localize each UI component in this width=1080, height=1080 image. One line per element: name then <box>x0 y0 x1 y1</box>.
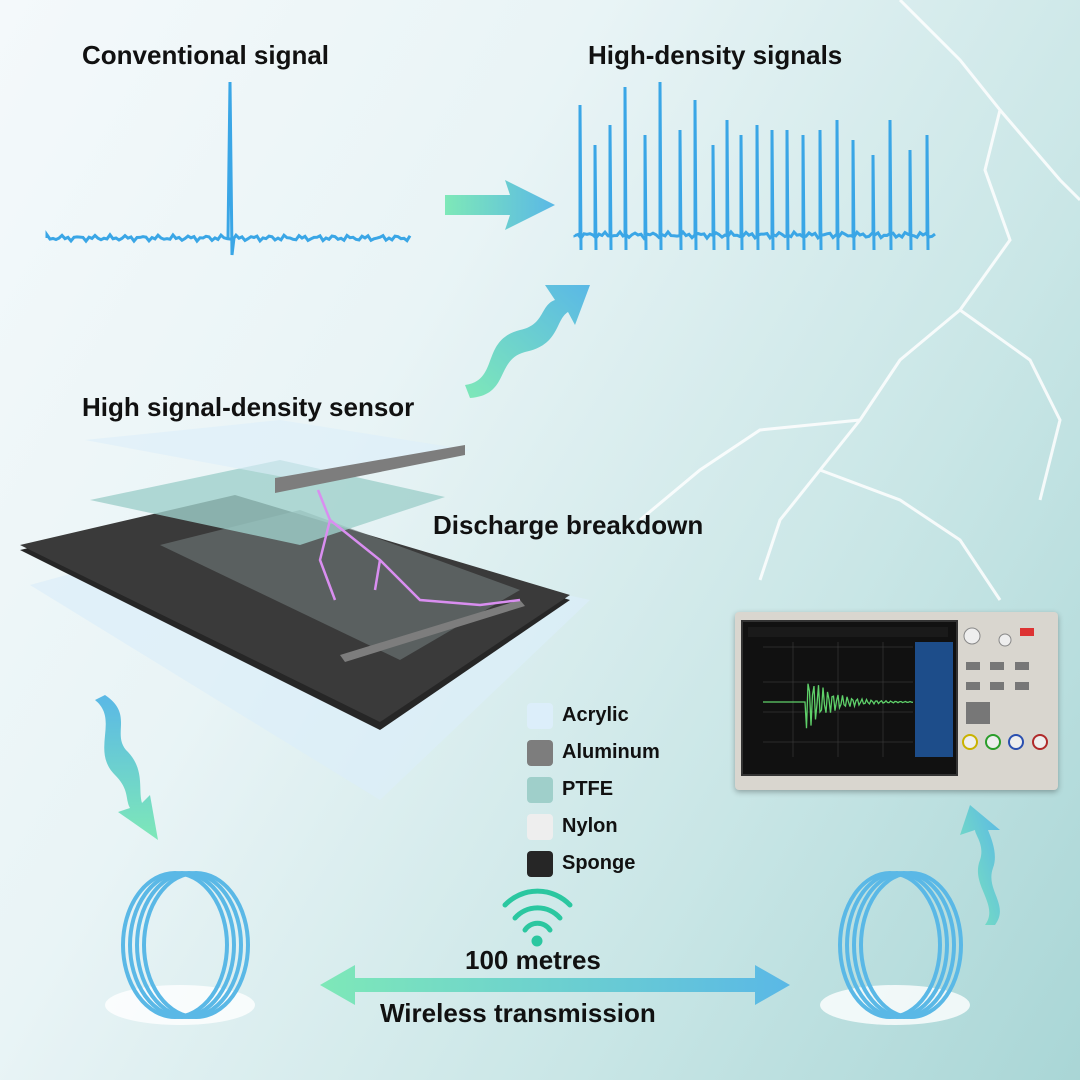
high-density-signals-title: High-density signals <box>588 40 843 70</box>
wavy-arrow-up <box>465 285 590 398</box>
signal-spike <box>623 86 628 251</box>
signal-spike <box>871 154 876 251</box>
signal-spike <box>925 134 930 251</box>
wifi-icon <box>502 888 573 947</box>
signal-spike <box>678 129 683 251</box>
legend-item-aluminum: Aluminum <box>527 734 660 771</box>
coil-transmitter <box>105 871 255 1025</box>
signal-spike <box>888 119 893 251</box>
conventional-signal-title: Conventional signal <box>82 40 330 70</box>
high-density-signal-waveform <box>573 81 936 251</box>
signal-spike <box>739 134 744 251</box>
legend-item-nylon: Nylon <box>527 808 660 845</box>
signal-spike <box>578 104 583 251</box>
discharge-breakdown-label: Discharge breakdown <box>433 510 704 540</box>
oscilloscope-controls <box>962 627 1048 750</box>
swatch <box>527 702 553 729</box>
wavy-arrow-down <box>95 695 158 840</box>
double-arrow <box>320 965 790 1005</box>
coil-receiver <box>820 871 970 1025</box>
oscilloscope <box>735 612 1058 790</box>
swatch <box>527 739 553 766</box>
signal-spike <box>711 144 716 251</box>
signal-spike <box>835 119 840 251</box>
conventional-signal-waveform <box>45 81 412 256</box>
legend-label: Acrylic <box>562 704 629 726</box>
signal-spike <box>801 134 806 251</box>
legend-item-acrylic: Acrylic <box>527 697 660 734</box>
signal-spike <box>770 129 775 251</box>
distance-label: 100 metres <box>465 945 601 975</box>
swatch <box>527 813 553 840</box>
swatch <box>527 850 553 877</box>
legend-item-ptfe: PTFE <box>527 771 660 808</box>
wireless-transmission-label: Wireless transmission <box>380 998 656 1028</box>
swatch <box>527 776 553 803</box>
material-legend: Acrylic Aluminum PTFE Nylon Sponge <box>527 697 660 882</box>
signal-spike <box>725 119 730 251</box>
signal-spike <box>643 134 648 251</box>
legend-item-sponge: Sponge <box>527 845 660 882</box>
sensor-title: High signal-density sensor <box>82 392 415 422</box>
wavy-arrow-up-right <box>960 805 1000 925</box>
signal-spike <box>851 139 856 251</box>
legend-label: Sponge <box>562 852 636 874</box>
oscilloscope-screen <box>741 620 958 776</box>
sensor-stack <box>20 420 590 800</box>
right-arrow <box>445 180 555 230</box>
oscilloscope-waveform <box>748 627 953 757</box>
signal-spike <box>785 129 790 251</box>
lightning-background <box>639 0 1080 601</box>
signal-spike <box>755 124 760 251</box>
signal-spike <box>608 124 613 251</box>
legend-label: PTFE <box>562 778 614 800</box>
legend-label: Nylon <box>562 815 618 837</box>
signal-spike <box>818 129 823 251</box>
legend-label: Aluminum <box>562 741 660 763</box>
signal-spike <box>658 81 663 251</box>
signal-spike <box>908 149 913 251</box>
discharge-spark <box>316 489 521 607</box>
signal-spike <box>593 144 598 251</box>
signal-spike <box>693 99 698 251</box>
